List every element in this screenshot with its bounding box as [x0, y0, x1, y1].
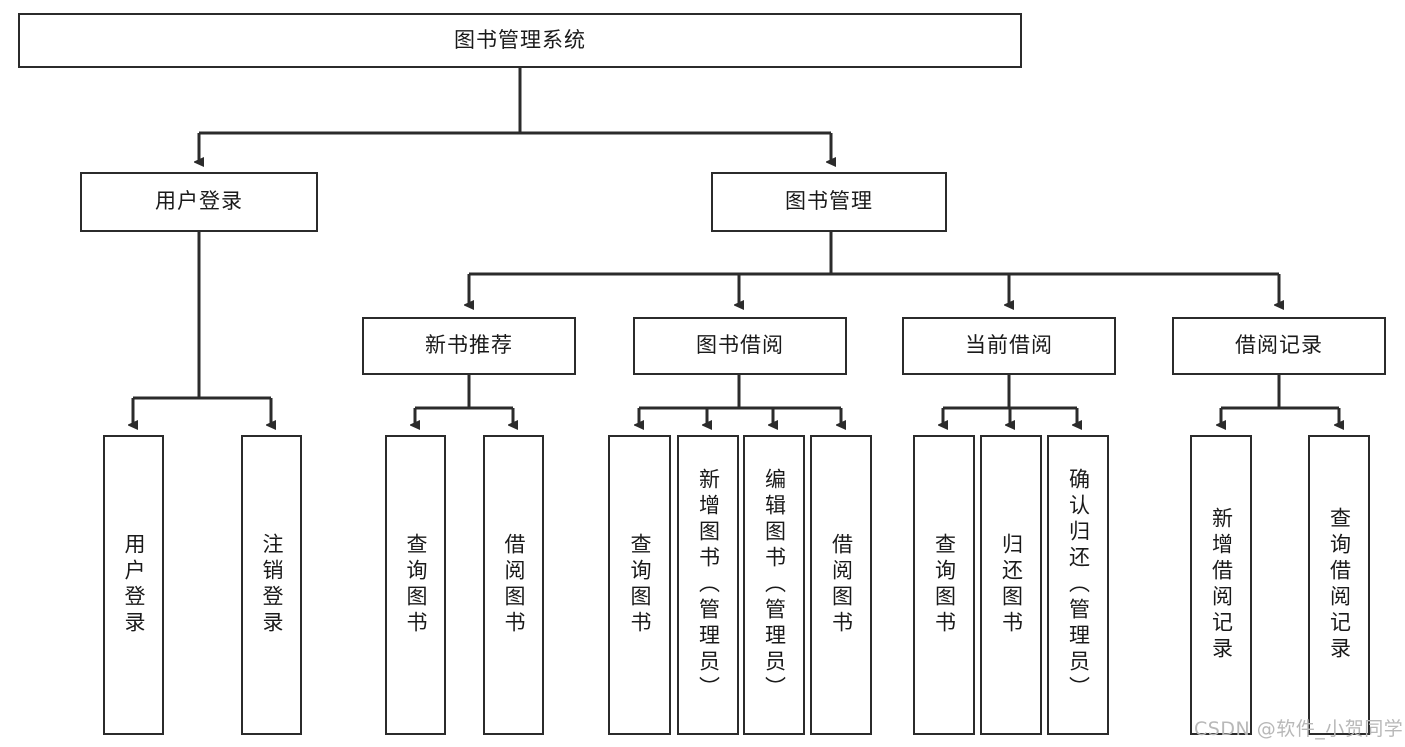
- leaf-new-book-borrow-book[interactable]: 借阅图书: [483, 435, 544, 735]
- leaf-borrow-query-book[interactable]: 查询图书: [608, 435, 671, 735]
- leaf-user-login-login[interactable]: 用户登录: [103, 435, 164, 735]
- leaf-current-query-book[interactable]: 查询图书: [913, 435, 975, 735]
- leaf-label: 新增图书（管理员）: [696, 468, 721, 702]
- leaf-label: 查询图书: [404, 533, 429, 637]
- node-borrow-record-label: 借阅记录: [1235, 333, 1323, 358]
- leaf-label: 新增借阅记录: [1209, 507, 1234, 663]
- node-book-management[interactable]: 图书管理: [711, 172, 947, 232]
- leaf-label: 归还图书: [999, 533, 1024, 637]
- leaf-borrow-borrow-book[interactable]: 借阅图书: [810, 435, 872, 735]
- leaf-record-add-record[interactable]: 新增借阅记录: [1190, 435, 1252, 735]
- node-new-book-recommend-label: 新书推荐: [425, 333, 513, 358]
- leaf-label: 查询图书: [932, 533, 957, 637]
- leaf-current-return-book[interactable]: 归还图书: [980, 435, 1042, 735]
- leaf-label: 用户登录: [122, 533, 147, 637]
- node-root[interactable]: 图书管理系统: [18, 13, 1022, 68]
- node-user-login-label: 用户登录: [155, 189, 243, 214]
- leaf-user-login-logout[interactable]: 注销登录: [241, 435, 302, 735]
- node-current-borrow-label: 当前借阅: [965, 333, 1053, 358]
- node-new-book-recommend[interactable]: 新书推荐: [362, 317, 576, 375]
- leaf-borrow-edit-book[interactable]: 编辑图书（管理员）: [743, 435, 805, 735]
- node-root-label: 图书管理系统: [454, 27, 586, 52]
- leaf-new-book-query-book[interactable]: 查询图书: [385, 435, 446, 735]
- leaf-label: 确认归还（管理员）: [1066, 468, 1091, 702]
- leaf-label: 注销登录: [260, 533, 285, 637]
- watermark: CSDN @软件_小贺同学: [1194, 718, 1404, 740]
- leaf-label: 查询借阅记录: [1327, 507, 1352, 663]
- node-current-borrow[interactable]: 当前借阅: [902, 317, 1116, 375]
- leaf-label: 查询图书: [628, 533, 653, 637]
- leaf-record-query-record[interactable]: 查询借阅记录: [1308, 435, 1370, 735]
- leaf-label: 借阅图书: [829, 533, 854, 637]
- leaf-borrow-add-book[interactable]: 新增图书（管理员）: [677, 435, 739, 735]
- node-user-login[interactable]: 用户登录: [80, 172, 318, 232]
- node-book-borrow[interactable]: 图书借阅: [633, 317, 847, 375]
- node-borrow-record[interactable]: 借阅记录: [1172, 317, 1386, 375]
- node-book-borrow-label: 图书借阅: [696, 333, 784, 358]
- leaf-current-confirm-return[interactable]: 确认归还（管理员）: [1047, 435, 1109, 735]
- node-book-management-label: 图书管理: [785, 189, 873, 214]
- leaf-label: 借阅图书: [502, 533, 527, 637]
- leaf-label: 编辑图书（管理员）: [762, 468, 787, 702]
